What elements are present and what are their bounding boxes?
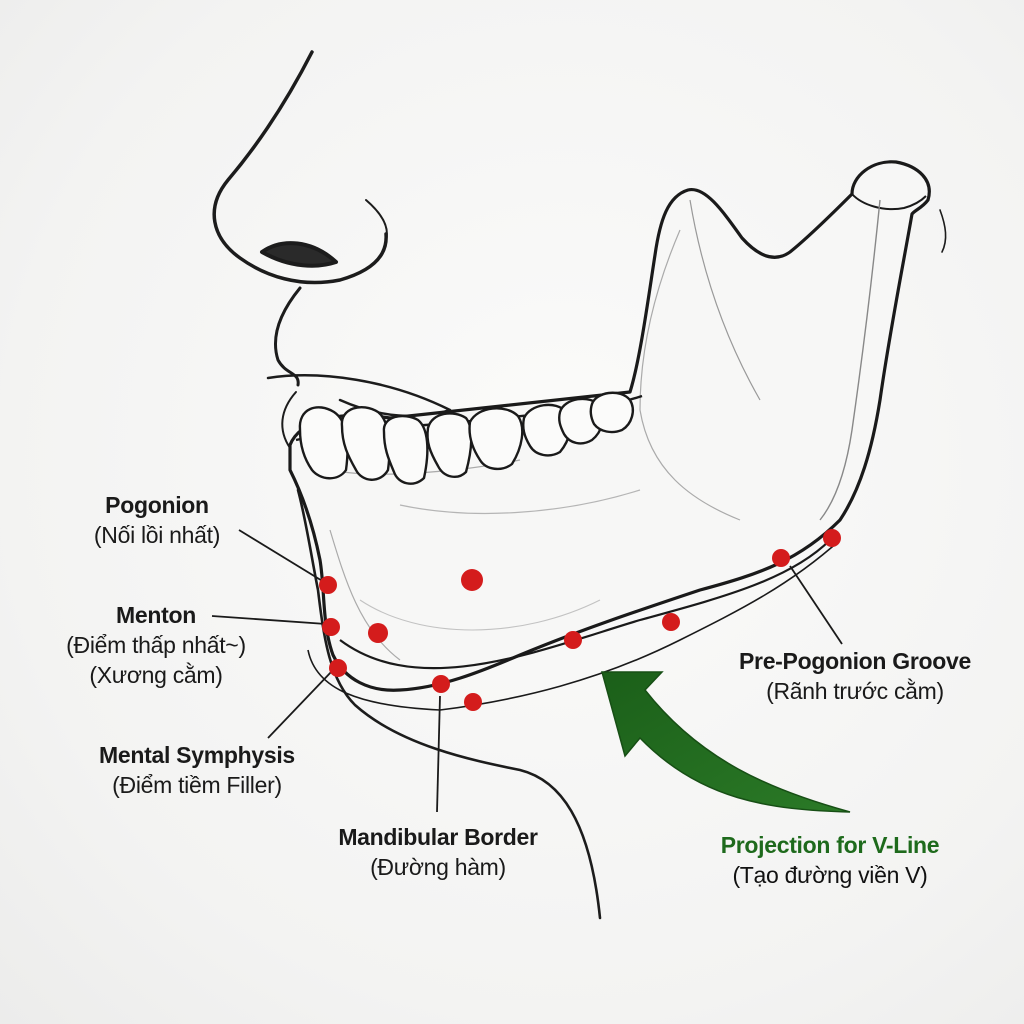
label-pogonion-vi: (Nối lồi nhất)	[93, 522, 221, 548]
label-menton-vi2: (Xương cằm)	[89, 662, 223, 688]
label-pre-pogonion-groove-en: Pre-Pogonion Groove	[739, 648, 971, 674]
label-pre-pogonion-groove-vi: (Rãnh trước cằm)	[766, 678, 944, 704]
label-mandibular-border-en: Mandibular Border	[338, 824, 538, 850]
label-mental-symphysis: Mental Symphysis (Điểm tiềm Filler)	[72, 740, 322, 800]
label-mental-symphysis-vi: (Điểm tiềm Filler)	[112, 772, 282, 798]
marker-menton	[322, 618, 340, 636]
label-pre-pogonion-groove: Pre-Pogonion Groove (Rãnh trước cằm)	[720, 646, 990, 706]
marker-angle	[823, 529, 841, 547]
marker-mental-symphysis	[329, 659, 347, 677]
marker-pre-pogonion	[772, 549, 790, 567]
soft-tissue-contour	[307, 539, 841, 711]
label-projection-en: Projection for V-Line	[720, 832, 940, 858]
face-profile	[212, 50, 947, 920]
marker-border-mid	[564, 631, 582, 649]
label-projection: Projection for V-Line (Tạo đường viền V)	[694, 830, 966, 890]
landmark-markers	[319, 529, 841, 711]
marker-chin-inner	[368, 623, 388, 643]
marker-pogonion	[319, 576, 337, 594]
teeth	[298, 391, 634, 485]
marker-border-rear	[662, 613, 680, 631]
label-menton-vi: (Điểm thấp nhất~)	[66, 632, 246, 658]
projection-arrow	[601, 671, 851, 813]
leader-lines	[211, 529, 843, 813]
label-mandibular-border-vi: (Đường hàm)	[370, 854, 506, 880]
label-menton-en: Menton	[116, 602, 196, 628]
label-projection-vi: (Tạo đường viền V)	[732, 862, 928, 888]
label-pogonion-en: Pogonion	[105, 492, 209, 518]
label-menton: Menton (Điểm thấp nhất~) (Xương cằm)	[36, 600, 276, 690]
label-pogonion: Pogonion (Nối lồi nhất)	[72, 490, 242, 550]
marker-mandible-body	[461, 569, 483, 591]
label-mandibular-border: Mandibular Border (Đường hàm)	[318, 822, 558, 882]
label-mental-symphysis-en: Mental Symphysis	[99, 742, 295, 768]
marker-soft-contour	[464, 693, 482, 711]
marker-mandibular-border	[432, 675, 450, 693]
